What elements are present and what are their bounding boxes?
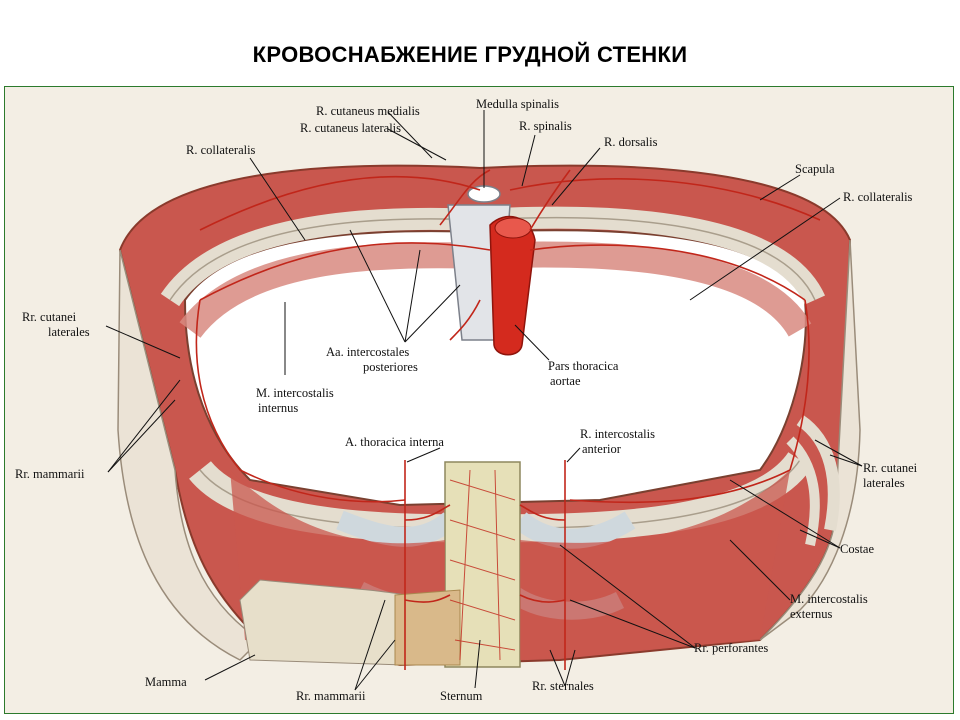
- label-a-thoracica-interna: A. thoracica interna: [345, 435, 444, 449]
- anterior-muscle-right: [520, 470, 790, 660]
- leader-lines: [105, 110, 863, 691]
- label-m-intercostalis-internus: M. intercostalis: [256, 386, 334, 400]
- costal-cartilage-right: [513, 511, 636, 549]
- costae-right: [796, 415, 840, 532]
- sternal-arteries: [449, 469, 516, 661]
- label-mamma: Mamma: [145, 675, 187, 689]
- label-r-spinalis: R. spinalis: [519, 119, 572, 133]
- label-r-intercostalis-anterior: R. intercostalis: [580, 427, 655, 441]
- skin-left: [117, 249, 262, 661]
- label-m-intercostalis-externus-2: externus: [790, 607, 832, 621]
- label-pars-thoracica: Pars thoracica: [548, 359, 619, 373]
- skin-right: [759, 239, 861, 641]
- mamma-tissue: [239, 579, 406, 666]
- label-rr-cutanei-laterales-left-2: laterales: [48, 325, 90, 339]
- page-title: КРОВОСНАБЖЕНИЕ ГРУДНОЙ СТЕНКИ: [252, 42, 688, 67]
- label-r-dorsalis: R. dorsalis: [604, 135, 658, 149]
- label-aa-intercostales: Aa. intercostales: [326, 345, 409, 359]
- label-medulla-spinalis: Medulla spinalis: [476, 97, 559, 111]
- label-rr-cutanei-laterales-left: Rr. cutanei: [22, 310, 77, 324]
- label-rr-cutanei-laterales-right: Rr. cutanei: [863, 461, 918, 475]
- aorta-lumen: [494, 217, 532, 239]
- label-pars-thoracica-2: aortae: [550, 374, 581, 388]
- intercostal-arteries: [195, 169, 821, 670]
- label-rr-mammarii-bottom: Rr. mammarii: [296, 689, 366, 703]
- label-scapula: Scapula: [795, 162, 835, 176]
- label-r-cutaneus-medialis: R. cutaneus medialis: [316, 104, 420, 118]
- label-r-cutaneus-lateralis: R. cutaneus lateralis: [300, 121, 401, 135]
- aorta: [489, 215, 536, 356]
- label-rr-perforantes: Rr. perforantes: [694, 641, 768, 655]
- label-aa-intercostales-2: posteriores: [363, 360, 418, 374]
- label-m-intercostalis-externus: M. intercostalis: [790, 592, 868, 606]
- mamma-gland: [394, 589, 461, 666]
- label-rr-mammarii-left: Rr. mammarii: [15, 467, 85, 481]
- label-r-intercostalis-anterior-2: anterior: [582, 442, 622, 456]
- label-r-collateralis-right: R. collateralis: [843, 190, 913, 204]
- label-rr-cutanei-laterales-right-2: laterales: [863, 476, 905, 490]
- label-rr-sternales: Rr. sternales: [532, 679, 594, 693]
- costal-cartilage-left: [336, 510, 457, 547]
- label-sternum: Sternum: [440, 689, 483, 703]
- label-r-collateralis-left: R. collateralis: [186, 143, 256, 157]
- label-costae: Costae: [840, 542, 874, 556]
- label-m-intercostalis-internus-2: internus: [258, 401, 298, 415]
